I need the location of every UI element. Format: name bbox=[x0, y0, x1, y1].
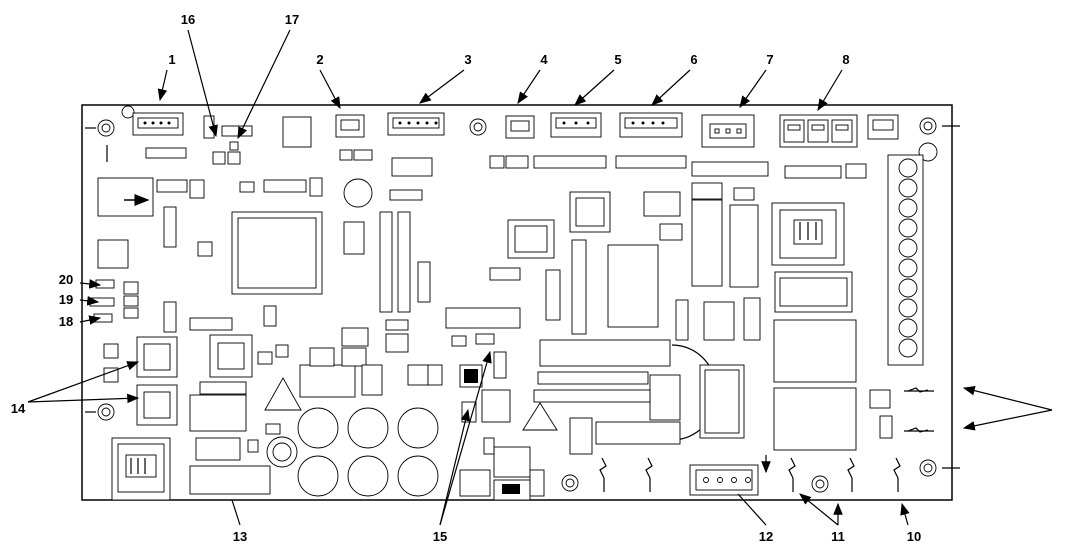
smd-components bbox=[89, 115, 893, 497]
mounting-hole bbox=[561, 474, 579, 492]
connector-5 bbox=[550, 112, 602, 138]
callout-3: 3 bbox=[464, 52, 471, 67]
components bbox=[97, 116, 857, 501]
callout-17: 17 bbox=[285, 12, 299, 27]
mounting-hole bbox=[469, 118, 487, 136]
callout-7: 7 bbox=[766, 52, 773, 67]
callout-labels: 1 2 3 4 5 6 7 8 16 17 20 19 18 14 13 15 … bbox=[11, 12, 921, 544]
callout-10: 10 bbox=[907, 529, 921, 544]
callout-16: 16 bbox=[181, 12, 195, 27]
mounting-hole bbox=[919, 459, 937, 477]
rj-socket-bottom bbox=[111, 437, 171, 501]
connector-1 bbox=[132, 112, 184, 136]
mounting-holes bbox=[97, 105, 938, 493]
connector-7 bbox=[701, 114, 755, 148]
connector-2 bbox=[335, 114, 365, 138]
callout-4: 4 bbox=[540, 52, 548, 67]
callout-14: 14 bbox=[11, 401, 26, 416]
callout-18: 18 bbox=[59, 314, 73, 329]
callout-13: 13 bbox=[233, 529, 247, 544]
mounting-hole bbox=[97, 119, 115, 137]
callout-8: 8 bbox=[842, 52, 849, 67]
leader-lines bbox=[27, 29, 1053, 526]
mounting-hole bbox=[811, 475, 829, 493]
callout-20: 20 bbox=[59, 272, 73, 287]
connector-3 bbox=[387, 112, 445, 136]
connector-9 bbox=[867, 114, 899, 140]
callout-6: 6 bbox=[690, 52, 697, 67]
connector-4 bbox=[505, 115, 535, 139]
diode-glyphs bbox=[85, 125, 960, 492]
callout-19: 19 bbox=[59, 292, 73, 307]
connector-8 bbox=[779, 114, 858, 148]
connectors-top bbox=[132, 112, 899, 148]
callout-12: 12 bbox=[759, 529, 773, 544]
mounting-hole bbox=[97, 403, 115, 421]
mounting-hole bbox=[919, 117, 937, 135]
terminal-block bbox=[887, 154, 924, 366]
callout-5: 5 bbox=[614, 52, 621, 67]
connector-6 bbox=[619, 112, 683, 138]
callout-1: 1 bbox=[168, 52, 175, 67]
rj-socket-top bbox=[771, 202, 845, 266]
callout-11: 11 bbox=[831, 529, 845, 544]
callout-15: 15 bbox=[433, 529, 447, 544]
callout-2: 2 bbox=[316, 52, 323, 67]
